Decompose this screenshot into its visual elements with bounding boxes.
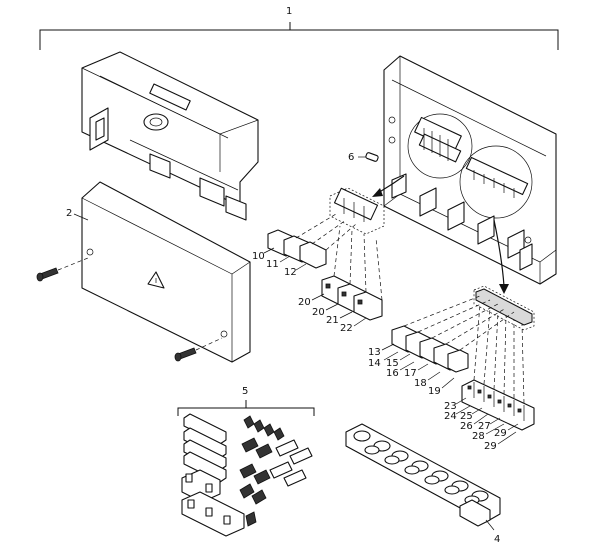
fuse-part [365, 152, 379, 162]
callout-4: 4 [494, 534, 500, 545]
plug-row-23-29 [461, 303, 535, 431]
terminal-window-right [459, 145, 533, 219]
cable-clamps [181, 469, 257, 537]
callout-15: 15 [386, 358, 399, 369]
callout-21: 21 [326, 315, 339, 326]
screws-and-anchors [239, 415, 313, 505]
strain-relief-bars [183, 413, 227, 483]
callout-2: 2 [66, 208, 72, 219]
terminal-window-left [407, 113, 473, 179]
cable-grommet-strip [345, 423, 501, 527]
callout-18: 18 [414, 378, 427, 389]
base-housing [383, 55, 557, 285]
callout-28: 28 [472, 431, 485, 442]
cover-screw-left [36, 257, 89, 282]
front-cover-plate [81, 181, 251, 363]
callout-1: 1 [286, 6, 292, 17]
callout-12: 12 [284, 267, 297, 278]
callout-20b: 20 [312, 307, 325, 318]
callout-5: 5 [242, 386, 248, 397]
callout-13: 13 [368, 347, 381, 358]
terminal-strip-ghost [473, 285, 535, 331]
callout-14: 14 [368, 358, 381, 369]
arrow-to-terminal-strip [493, 219, 509, 294]
callout-24: 24 [444, 411, 457, 422]
accessory-kit-bracket [177, 400, 315, 416]
assembly-bracket [39, 22, 559, 50]
plug-set-20-22 [321, 225, 383, 321]
callout-26: 26 [460, 421, 473, 432]
plug-row-13-19 [391, 295, 515, 373]
callout-22: 22 [340, 323, 353, 334]
plug-set-10-12 [267, 213, 357, 269]
cover-upper-housing [81, 51, 259, 221]
callout-11: 11 [266, 259, 279, 270]
callout-17: 17 [404, 368, 417, 379]
arrow-to-terminal-block [372, 175, 405, 197]
terminal-block-ghost [329, 187, 385, 235]
callout-25: 25 [460, 411, 473, 422]
callout-23: 23 [444, 401, 457, 412]
callout-19: 19 [428, 386, 441, 397]
cover-latch-knob [143, 113, 169, 131]
callout-16: 16 [386, 368, 399, 379]
callout-27: 27 [478, 421, 491, 432]
callout-20a: 20 [298, 297, 311, 308]
callout-29a: 29 [494, 428, 507, 439]
callout-6: 6 [348, 152, 354, 163]
callout-10: 10 [252, 251, 265, 262]
callout-29b: 29 [484, 441, 497, 452]
cover-screw-right [174, 337, 223, 362]
